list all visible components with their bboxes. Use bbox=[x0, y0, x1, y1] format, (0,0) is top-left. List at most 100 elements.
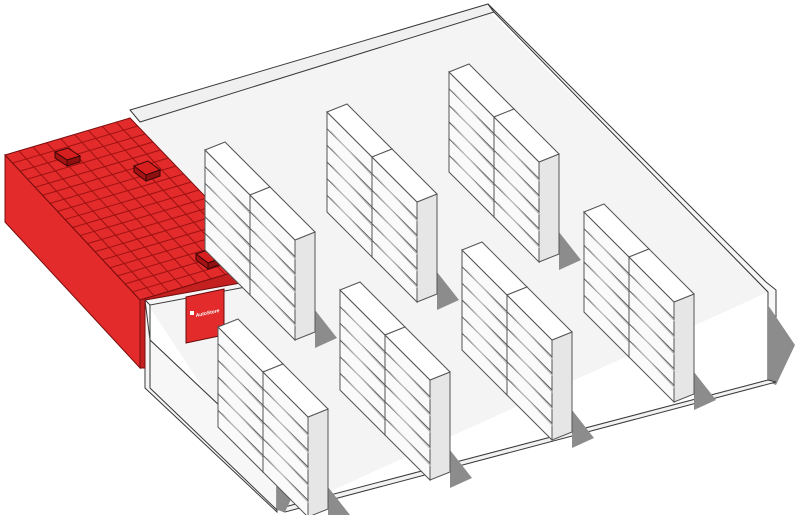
shelf-bay bbox=[506, 286, 573, 442]
line bbox=[208, 219, 252, 266]
shelf-side bbox=[429, 371, 451, 481]
shelf-shadow bbox=[450, 450, 472, 488]
line bbox=[343, 342, 387, 389]
line bbox=[343, 359, 387, 406]
line bbox=[465, 285, 509, 332]
line bbox=[587, 231, 631, 278]
line bbox=[343, 325, 387, 372]
autostore-robot bbox=[132, 160, 162, 182]
line bbox=[452, 107, 496, 154]
shelf-bay bbox=[461, 241, 528, 397]
line bbox=[632, 326, 676, 373]
line bbox=[253, 280, 297, 327]
line bbox=[221, 379, 265, 426]
shelving-unit bbox=[583, 203, 716, 410]
line bbox=[19, 133, 146, 172]
line bbox=[375, 176, 419, 223]
line bbox=[266, 424, 310, 471]
shelf-side bbox=[538, 153, 560, 263]
line bbox=[375, 192, 419, 239]
shelf-top bbox=[384, 326, 451, 381]
line bbox=[375, 226, 419, 273]
line bbox=[72, 189, 200, 228]
shelf-side bbox=[416, 193, 438, 303]
line bbox=[208, 202, 252, 249]
line bbox=[87, 205, 215, 245]
line bbox=[452, 157, 496, 204]
shelf-bay bbox=[628, 248, 695, 404]
line bbox=[330, 131, 374, 178]
line bbox=[253, 264, 297, 311]
line bbox=[510, 314, 554, 361]
shelf-bay bbox=[493, 108, 560, 264]
autostore-logo-icon bbox=[190, 311, 194, 315]
autostore-robot bbox=[53, 147, 82, 167]
line bbox=[465, 319, 509, 366]
line bbox=[510, 364, 554, 411]
shelf-bay bbox=[384, 326, 451, 482]
line bbox=[208, 235, 252, 282]
shelf-shadow bbox=[328, 487, 350, 515]
line bbox=[27, 141, 154, 180]
shelf-side bbox=[551, 331, 573, 441]
line bbox=[452, 91, 496, 138]
line bbox=[388, 354, 432, 401]
line bbox=[587, 281, 631, 328]
line bbox=[221, 362, 265, 409]
line bbox=[497, 169, 541, 216]
line bbox=[497, 136, 541, 183]
line bbox=[465, 269, 509, 316]
line bbox=[221, 412, 265, 459]
line bbox=[587, 264, 631, 311]
line bbox=[208, 185, 252, 232]
line bbox=[79, 197, 207, 237]
shelving-unit bbox=[326, 103, 459, 310]
shelf-top bbox=[371, 148, 438, 203]
door-label: AutoStore bbox=[194, 308, 220, 319]
line bbox=[587, 247, 631, 294]
shelf-shadow bbox=[315, 310, 337, 348]
line bbox=[510, 347, 554, 394]
line bbox=[388, 420, 432, 467]
line bbox=[497, 152, 541, 199]
line bbox=[266, 441, 310, 488]
shelf-bay bbox=[371, 148, 438, 304]
line bbox=[452, 124, 496, 171]
shelf-top bbox=[249, 186, 316, 241]
line bbox=[632, 342, 676, 389]
shelving-units bbox=[204, 63, 716, 515]
line bbox=[12, 125, 138, 164]
line bbox=[465, 302, 509, 349]
shelf-bay bbox=[262, 363, 329, 515]
shelf-side bbox=[294, 231, 316, 341]
line bbox=[497, 186, 541, 233]
shelving-unit bbox=[217, 318, 350, 515]
line bbox=[452, 141, 496, 188]
line bbox=[632, 276, 676, 323]
line bbox=[388, 370, 432, 417]
line bbox=[510, 330, 554, 377]
line bbox=[465, 335, 509, 382]
shelf-shadow bbox=[559, 232, 581, 270]
line bbox=[375, 242, 419, 289]
line bbox=[221, 396, 265, 443]
line bbox=[208, 169, 252, 216]
line bbox=[587, 297, 631, 344]
line bbox=[343, 309, 387, 356]
line bbox=[253, 230, 297, 277]
line bbox=[510, 380, 554, 427]
shelf-shadow bbox=[694, 372, 716, 410]
line bbox=[221, 346, 265, 393]
line bbox=[266, 457, 310, 504]
shelf-shadow bbox=[572, 410, 594, 448]
shelving-unit bbox=[448, 63, 581, 270]
shelf-top bbox=[506, 286, 573, 341]
line bbox=[94, 213, 223, 253]
shelf-shadow bbox=[437, 272, 459, 310]
line bbox=[253, 214, 297, 261]
line bbox=[266, 407, 310, 454]
line bbox=[253, 247, 297, 294]
line bbox=[330, 181, 374, 228]
line bbox=[57, 173, 184, 212]
shelving-unit bbox=[461, 241, 594, 448]
